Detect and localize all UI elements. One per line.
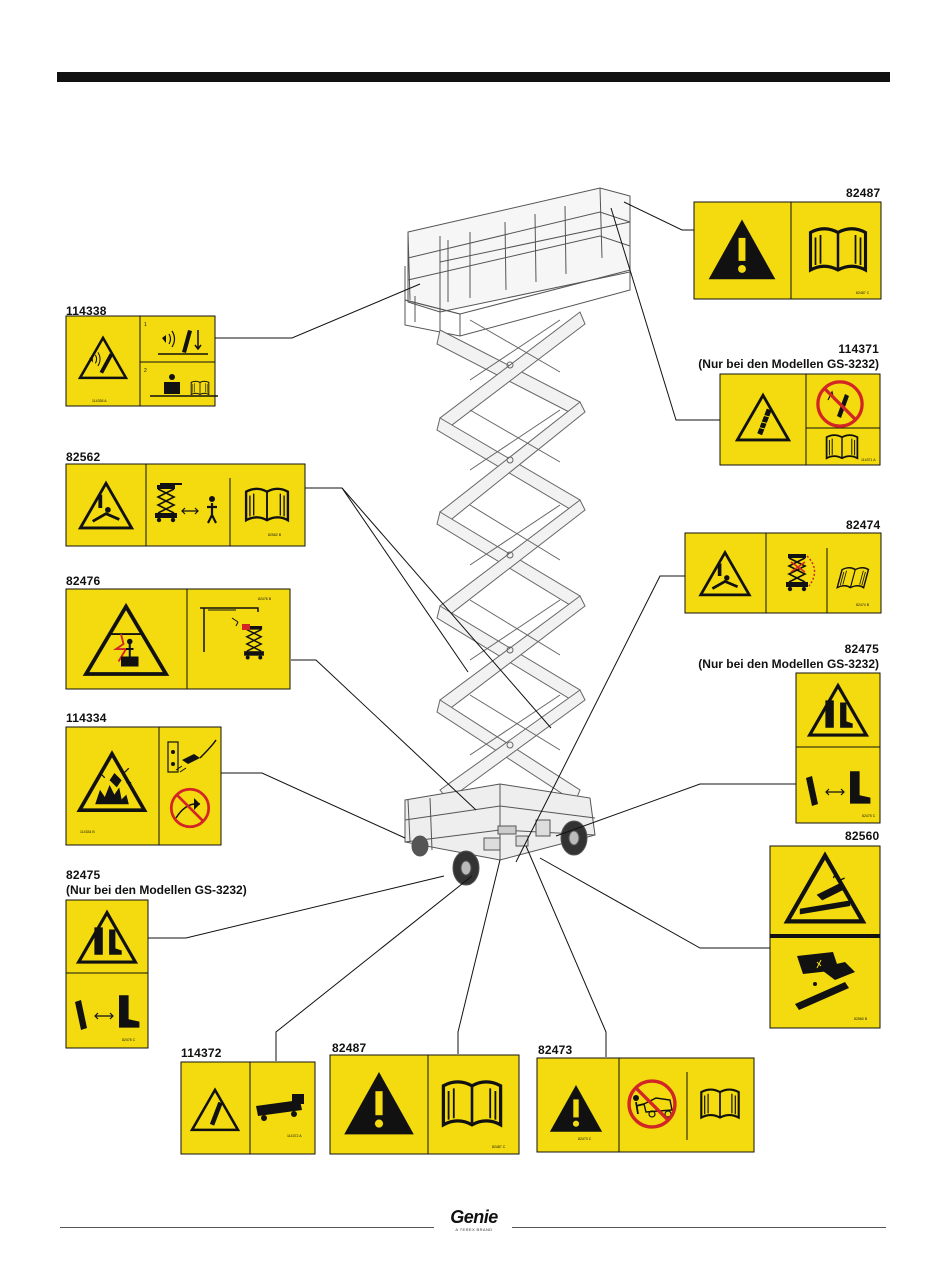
decal-82474: 82474 B bbox=[684, 532, 882, 614]
decal-code-82560: 82560 B bbox=[854, 1017, 868, 1021]
brand-name: Genie bbox=[450, 1207, 498, 1227]
header-rule bbox=[57, 72, 890, 82]
decal-code-82487-bottom: 82487 C bbox=[492, 1145, 506, 1149]
decal-82473: 82473 C bbox=[536, 1057, 755, 1153]
decal-code-82475-left: 82475 C bbox=[122, 1038, 136, 1042]
footer-rule-left bbox=[60, 1227, 434, 1228]
scissor-lift-machine bbox=[404, 187, 631, 886]
keep-feet-clear-icon bbox=[75, 995, 140, 1030]
decal-label-82475-right: 82475 bbox=[844, 642, 879, 656]
decal-code-82487-top: 82487 C bbox=[856, 291, 870, 295]
decal-code-114372: 114372 A bbox=[287, 1134, 302, 1138]
decal-label-82562: 82562 bbox=[66, 450, 101, 464]
decal-code-82474: 82474 B bbox=[856, 603, 870, 607]
genie-logo: Genie A TEREX BRAND bbox=[440, 1208, 508, 1232]
svg-text:2: 2 bbox=[144, 368, 147, 374]
footer-rule-right bbox=[512, 1227, 886, 1228]
decal-82475-right: 82475 C bbox=[795, 672, 881, 824]
tip-over-alarm-icon bbox=[89, 352, 114, 374]
no-tilting-icon bbox=[816, 380, 864, 428]
decal-114338: 1 2 114338 A bbox=[65, 315, 218, 407]
decal-code-82476: 82476 B bbox=[258, 597, 272, 601]
decal-label-82560: 82560 bbox=[845, 829, 880, 843]
pinch-hazard-icon bbox=[799, 872, 851, 915]
decal-82487-bottom: 82487 C bbox=[329, 1054, 520, 1155]
decal-82560: 82560 B bbox=[769, 845, 881, 1029]
explosion-fire-icon bbox=[95, 767, 132, 805]
decal-label-82473: 82473 bbox=[538, 1043, 573, 1057]
decal-code-114334: 114334 B bbox=[80, 830, 95, 834]
decal-82475-left: 82475 C bbox=[65, 899, 149, 1049]
decal-82487-top: 82487 C bbox=[693, 201, 882, 300]
crush-hazard-icon bbox=[91, 494, 120, 523]
pothole-guard-icon bbox=[795, 952, 855, 1010]
foot-crush-icon bbox=[94, 927, 122, 955]
decal-label-82476: 82476 bbox=[66, 574, 101, 588]
tip-over-icon bbox=[209, 1101, 223, 1126]
leader-lines bbox=[148, 201, 796, 1061]
decal-label-114334: 114334 bbox=[66, 711, 107, 725]
transport-truck-icon bbox=[256, 1094, 304, 1121]
decal-code-82473: 82473 C bbox=[578, 1137, 592, 1141]
decal-label-82474: 82474 bbox=[846, 518, 881, 532]
tip-over-icon bbox=[757, 408, 772, 436]
decal-code-114338: 114338 A bbox=[92, 399, 107, 403]
decal-code-82562: 82562 B bbox=[268, 533, 282, 537]
decal-note-114371: (Nur bei den Modellen GS-3232) bbox=[698, 357, 879, 371]
keep-feet-clear-icon bbox=[806, 771, 871, 806]
alarm-lowering-icon bbox=[158, 330, 208, 355]
power-line-clearance-icon bbox=[200, 607, 265, 661]
decal-label-82487-bottom: 82487 bbox=[332, 1041, 367, 1055]
svg-text:1: 1 bbox=[144, 322, 147, 328]
no-towing-icon bbox=[627, 1079, 677, 1129]
electrocution-icon bbox=[111, 633, 141, 667]
decal-label-114371: 114371 bbox=[838, 342, 879, 356]
decal-label-114372: 114372 bbox=[181, 1046, 222, 1060]
no-cable-damage-icon bbox=[169, 787, 211, 829]
decal-label-82487-top: 82487 bbox=[846, 186, 881, 200]
decal-label-114338: 114338 bbox=[66, 304, 107, 318]
unplug-charger-icon bbox=[167, 739, 217, 773]
decal-label-82475-left: 82475 bbox=[66, 868, 101, 882]
decal-note-82475-right: (Nur bei den Modellen GS-3232) bbox=[698, 657, 879, 671]
crush-hazard-icon bbox=[711, 563, 739, 590]
operator-manual-icon bbox=[150, 374, 218, 397]
decal-114371: 114371 A bbox=[719, 373, 881, 466]
decal-code-114371: 114371 A bbox=[861, 458, 876, 462]
brand-tagline: A TEREX BRAND bbox=[455, 1227, 493, 1232]
keep-clear-scissor-icon bbox=[154, 483, 217, 524]
decal-114372: 114372 A bbox=[180, 1061, 316, 1155]
decal-114334: 114334 B bbox=[65, 726, 222, 846]
decal-82476: 82476 B bbox=[65, 588, 291, 690]
decal-note-82475-left: (Nur bei den Modellen GS-3232) bbox=[66, 883, 247, 897]
decal-code-82475-right: 82475 C bbox=[862, 814, 876, 818]
scissor-collapse-icon bbox=[785, 553, 816, 593]
decal-82562: 82562 B bbox=[65, 463, 306, 547]
